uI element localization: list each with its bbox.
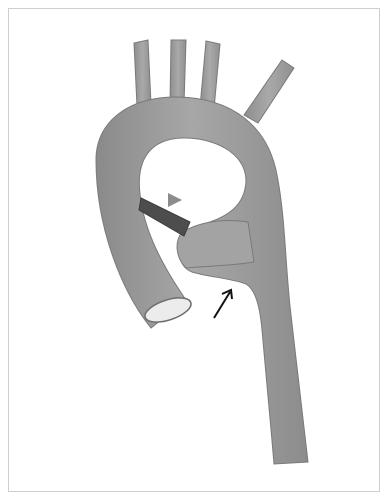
- triangle-marker: [168, 193, 182, 207]
- graft-segment: [177, 220, 254, 268]
- branch-vessel-3: [200, 41, 220, 109]
- branch-vessel-2: [170, 40, 186, 104]
- aorta-main-vessel: [96, 97, 308, 464]
- branch-vessel-1: [134, 40, 151, 106]
- branch-vessel-4: [244, 60, 294, 123]
- arrow-icon: [214, 290, 232, 318]
